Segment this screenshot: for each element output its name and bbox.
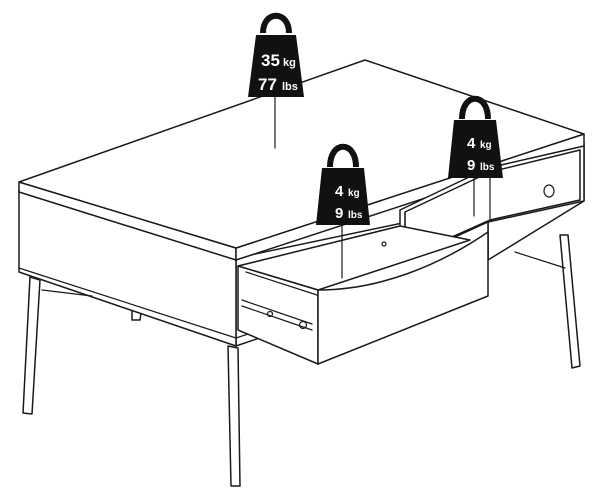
top-lbs-unit: lbs xyxy=(282,81,298,93)
top-kg-unit: kg xyxy=(283,57,296,69)
weight-icon-shelf: 4 kg 9 lbs xyxy=(448,96,503,178)
drawer xyxy=(237,225,489,365)
drawer-back-hole xyxy=(381,241,387,247)
front-left-leg xyxy=(22,276,93,415)
shelf-kg-unit: kg xyxy=(480,140,492,151)
drawer-kg-unit: kg xyxy=(348,188,360,199)
top-kg-value: 35 xyxy=(261,51,280,70)
shelf-kg-value: 4 xyxy=(467,135,476,152)
top-lbs-value: 77 xyxy=(258,75,277,94)
load-pointers xyxy=(274,96,475,279)
drawer-kg-value: 4 xyxy=(335,183,344,200)
runner-screw xyxy=(266,310,274,318)
back-right-leg xyxy=(514,234,581,369)
runner-wheel xyxy=(298,320,308,330)
weight-icon-top: 35 kg 77 lbs xyxy=(248,12,304,97)
shelf-lbs-unit: lbs xyxy=(480,162,495,173)
front-right-leg xyxy=(227,345,241,487)
cable-hole xyxy=(543,184,555,198)
drawer-lbs-unit: lbs xyxy=(348,210,363,221)
weight-icon-drawer: 4 kg 9 lbs xyxy=(316,144,370,225)
shelf-lbs-value: 9 xyxy=(467,157,475,174)
drawer-lbs-value: 9 xyxy=(335,205,343,222)
